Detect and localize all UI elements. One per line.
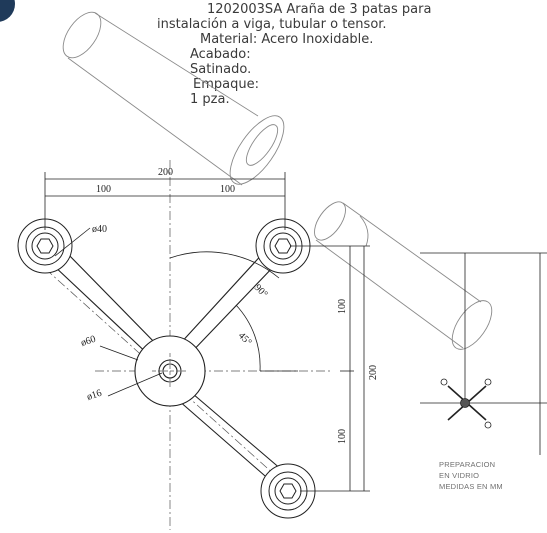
product-packing-value: 1 pza. [190,92,230,107]
inset-caption-line3: MEDIDAS EN MM [439,482,503,491]
dim-total-width: 200 [158,167,173,178]
angle-45-label: 45° [236,330,254,348]
spider-arms [51,249,283,483]
vertical-dimensions [290,245,370,492]
inset-caption-line2: EN VIDRIO [439,471,480,480]
angle-arc-90 [169,251,280,279]
dim-half-right: 100 [220,184,235,195]
dim-upper-vertical: 100 [337,299,348,314]
dim-bore-diameter: ø16 [86,388,104,403]
angle-arc-45 [235,304,261,372]
dim-lower-vertical: 100 [337,429,348,444]
top-dimensions [44,172,286,230]
fitting-top-right [255,218,311,274]
product-title-line2: instalación a viga, tubular o tensor. [157,17,387,32]
product-finish-value: Satinado. [190,62,252,77]
dim-arm-diameter: ø40 [92,224,107,235]
brand-badge-icon [0,0,15,22]
product-packing-label: Empaque: [193,77,259,92]
dim-hub-diameter: ø60 [80,334,98,349]
cylinder-sketch-right [314,201,493,350]
inset-holes [440,378,492,429]
dim-total-height: 200 [368,365,379,380]
glass-preparation-inset [420,252,547,455]
dim-half-left: 100 [96,184,111,195]
cylinder-sketch-top [62,11,285,186]
fitting-top-left [17,218,73,274]
angle-90-label: 90° [252,282,270,300]
product-material: Material: Acero Inoxidable. [200,32,374,47]
inset-caption-line1: PREPARACION [439,460,496,469]
product-title-line1: 1202003SA Araña de 3 patas para [207,2,432,17]
product-finish-label: Acabado: [190,47,251,62]
